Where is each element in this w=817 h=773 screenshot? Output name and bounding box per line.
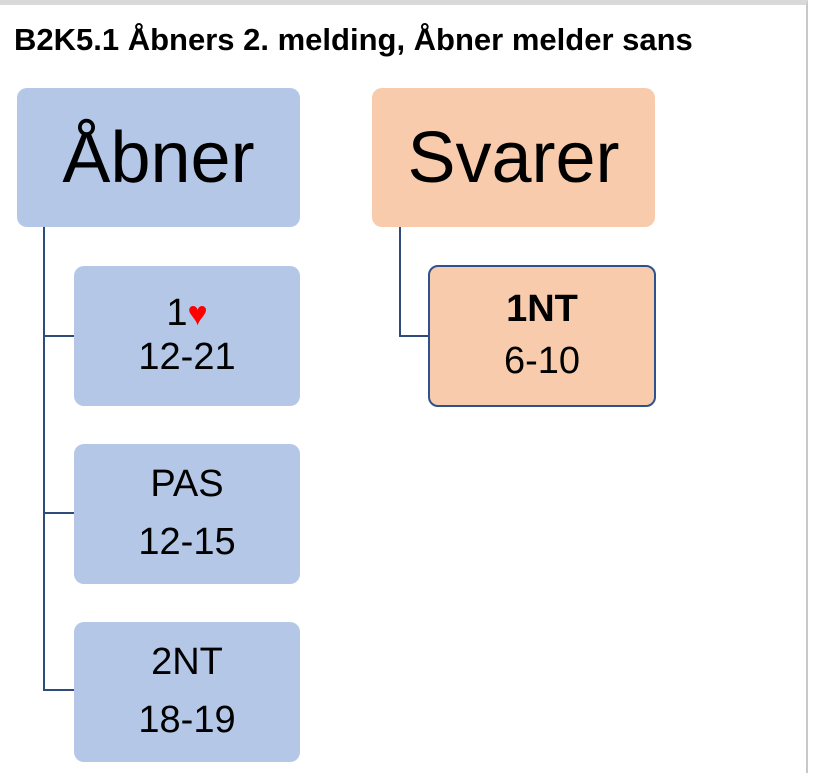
opener-connector-branch-3 [43, 689, 74, 691]
responder-connector-branch-1 [399, 335, 428, 337]
opener-header-label: Åbner [62, 117, 255, 198]
responder-bid-1-range: 6-10 [503, 340, 581, 382]
opener-bid-2-range: 12-15 [138, 521, 236, 563]
opener-connector-vertical [43, 227, 45, 691]
responder-header-label: Svarer [407, 117, 620, 198]
heart-suit-icon: ♥ [187, 295, 208, 334]
opener-header-box: Åbner [17, 88, 300, 227]
opener-bid-1: 1♥ [166, 292, 207, 336]
responder-bid-1: 1NT [506, 288, 578, 331]
opener-bid-1-range: 12-21 [138, 336, 236, 378]
opener-bid-1-level: 1 [166, 292, 188, 335]
opener-connector-branch-2 [43, 512, 74, 514]
slide-title: B2K5.1 Åbners 2. melding, Åbner melder s… [14, 22, 693, 57]
opener-connector-branch-1 [43, 335, 74, 337]
opener-bid-box-1: 1♥ 12-21 [74, 266, 300, 406]
opener-bid-3-range: 18-19 [138, 699, 236, 741]
responder-header-box: Svarer [372, 88, 655, 227]
responder-connector-vertical [399, 227, 401, 337]
opener-bid-3: 2NT [151, 641, 223, 684]
opener-bid-box-3: 2NT 18-19 [74, 622, 300, 762]
opener-bid-box-2: PAS 12-15 [74, 444, 300, 584]
responder-bid-box-1: 1NT 6-10 [428, 265, 656, 407]
opener-bid-2: PAS [150, 463, 224, 506]
